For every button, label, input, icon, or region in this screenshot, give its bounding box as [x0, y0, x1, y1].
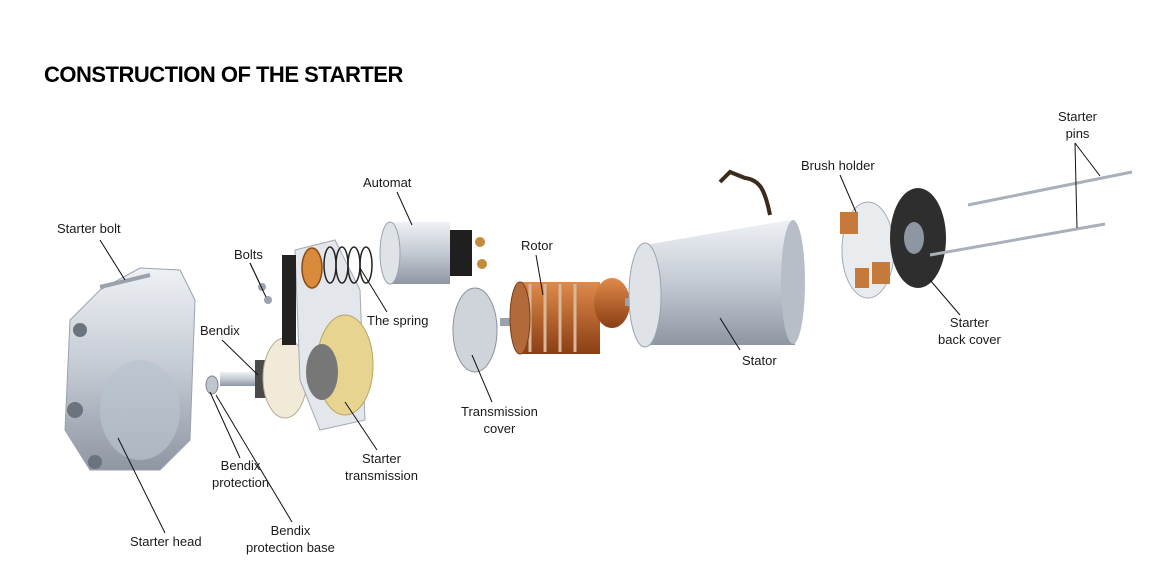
bendix-protection-part [205, 375, 219, 395]
label-bendix-protection-base: Bendix protection base [246, 522, 335, 556]
label-line: transmission [345, 468, 418, 483]
label-line: protection base [246, 540, 335, 555]
label-line: Starter [949, 315, 989, 330]
label-line: protection [212, 475, 270, 490]
label-starter-back-cover: Starter back cover [938, 314, 1001, 348]
starter-head-part [64, 267, 196, 471]
label-line: Starter [361, 451, 401, 466]
transmission-cover-part [452, 287, 498, 373]
label-line: pins [1065, 126, 1090, 141]
label-brush-holder: Brush holder [801, 158, 875, 173]
starter-back-cover-part [890, 188, 946, 288]
rotor-part [500, 278, 637, 355]
label-starter-transmission: Starter transmission [345, 450, 418, 484]
label-line: Transmission [461, 404, 538, 419]
label-line: Bendix [270, 523, 311, 538]
label-line: Bendix [220, 458, 261, 473]
label-starter-bolt: Starter bolt [57, 221, 121, 236]
label-automat: Automat [363, 175, 412, 190]
spring-part [301, 246, 373, 289]
bolts-part [258, 283, 272, 304]
label-bendix-protection: Bendix protection [212, 457, 269, 491]
automat-part [379, 221, 487, 285]
brush-holder-part [840, 201, 895, 299]
starter-bolt-part [99, 273, 151, 289]
label-bendix: Bendix [200, 323, 240, 338]
bendix-part [220, 337, 308, 419]
leader-lines [99, 142, 1101, 534]
label-the-spring: The spring [367, 313, 429, 328]
label-rotor: Rotor [521, 238, 553, 253]
label-starter-head: Starter head [130, 534, 202, 549]
label-starter-pins: Starter pins [1058, 108, 1097, 142]
label-line: Starter [1058, 109, 1098, 124]
stator-part [628, 169, 805, 348]
label-bolts: Bolts [234, 247, 263, 262]
page-title: CONSTRUCTION OF THE STARTER [44, 62, 403, 87]
label-line: cover [483, 421, 516, 436]
label-stator: Stator [742, 353, 777, 368]
label-transmission-cover: Transmission cover [461, 403, 538, 437]
starter-pins-part [929, 170, 1133, 257]
label-line: back cover [938, 332, 1001, 347]
